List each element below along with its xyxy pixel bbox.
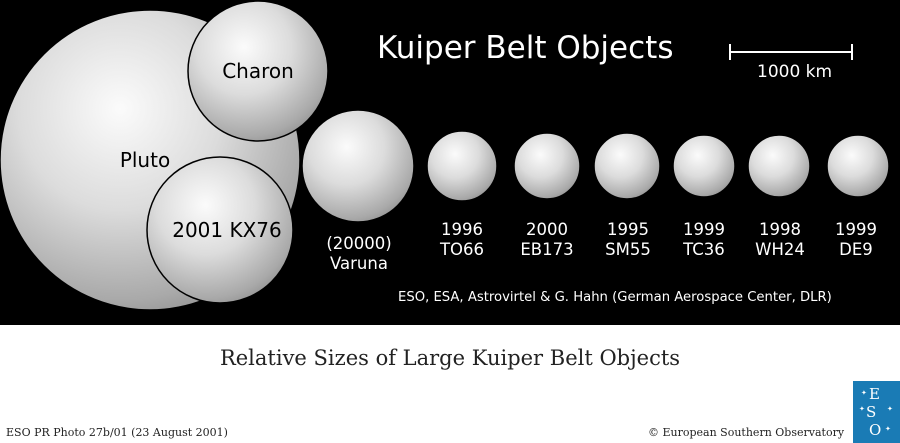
scale-bar-label: 1000 km: [757, 62, 833, 82]
varuna-caption-line2: Varuna: [330, 254, 388, 273]
figure-caption: Relative Sizes of Large Kuiper Belt Obje…: [219, 346, 681, 370]
tc36-caption-line2: TC36: [683, 240, 725, 259]
sm55-sphere: [593, 132, 661, 200]
sm55-caption-line1: 1995: [607, 220, 649, 239]
wh24-caption-line2: WH24: [755, 240, 805, 259]
eb173-caption: 2000 EB173: [520, 220, 573, 260]
de9-caption-line1: 1999: [835, 220, 877, 239]
varuna-sphere: [301, 109, 415, 223]
tc36-sphere: [672, 134, 736, 198]
star-icon: ✦: [859, 405, 865, 413]
de9-sphere: [826, 134, 890, 198]
to66-caption-line1: 1996: [441, 220, 483, 239]
de9-caption-line2: DE9: [839, 240, 873, 259]
eso-logo-letter-o: O: [869, 421, 882, 439]
tc36-caption-line1: 1999: [683, 220, 725, 239]
sm55-caption: 1995 SM55: [605, 220, 651, 260]
photo-id: ESO PR Photo 27b/01 (23 August 2001): [6, 426, 228, 439]
varuna-caption: (20000) Varuna: [326, 234, 391, 274]
eb173-caption-line2: EB173: [520, 240, 574, 259]
wh24-caption-line1: 1998: [759, 220, 801, 239]
sm55-caption-line2: SM55: [605, 240, 651, 259]
eso-logo: E S O ✦ ✦ ✦ ✦: [853, 381, 900, 443]
star-icon: ✦: [887, 405, 893, 413]
copyright-notice: © European Southern Observatory: [648, 426, 845, 439]
eso-logo-letter-e: E: [869, 385, 880, 403]
diagram-title: Kuiper Belt Objects: [377, 30, 674, 66]
kx76-label: 2001 KX76: [172, 218, 282, 242]
charon-sphere: [187, 0, 329, 142]
eb173-caption-line1: 2000: [526, 220, 568, 239]
charon-label: Charon: [222, 59, 294, 83]
star-icon: ✦: [861, 389, 867, 397]
diagram-panel: Kuiper Belt Objects 1000 km Pluto Charon…: [0, 0, 900, 325]
image-credit: ESO, ESA, Astrovirtel & G. Hahn (German …: [398, 290, 832, 305]
to66-caption-line2: TO66: [439, 240, 485, 259]
eb173-sphere: [513, 132, 581, 200]
tc36-caption: 1999 TC36: [683, 220, 725, 260]
bodies-drawing: [0, 0, 890, 311]
scale-bar: [729, 44, 853, 60]
eso-logo-letter-s: S: [866, 403, 877, 421]
de9-caption: 1999 DE9: [835, 220, 877, 260]
to66-sphere: [426, 130, 498, 202]
pluto-label: Pluto: [119, 148, 171, 172]
varuna-caption-line1: (20000): [326, 234, 392, 253]
to66-caption: 1996 TO66: [440, 220, 484, 260]
wh24-sphere: [747, 134, 811, 198]
kx76-sphere: [146, 156, 294, 304]
star-icon: ✦: [885, 425, 891, 433]
wh24-caption: 1998 WH24: [755, 220, 805, 260]
